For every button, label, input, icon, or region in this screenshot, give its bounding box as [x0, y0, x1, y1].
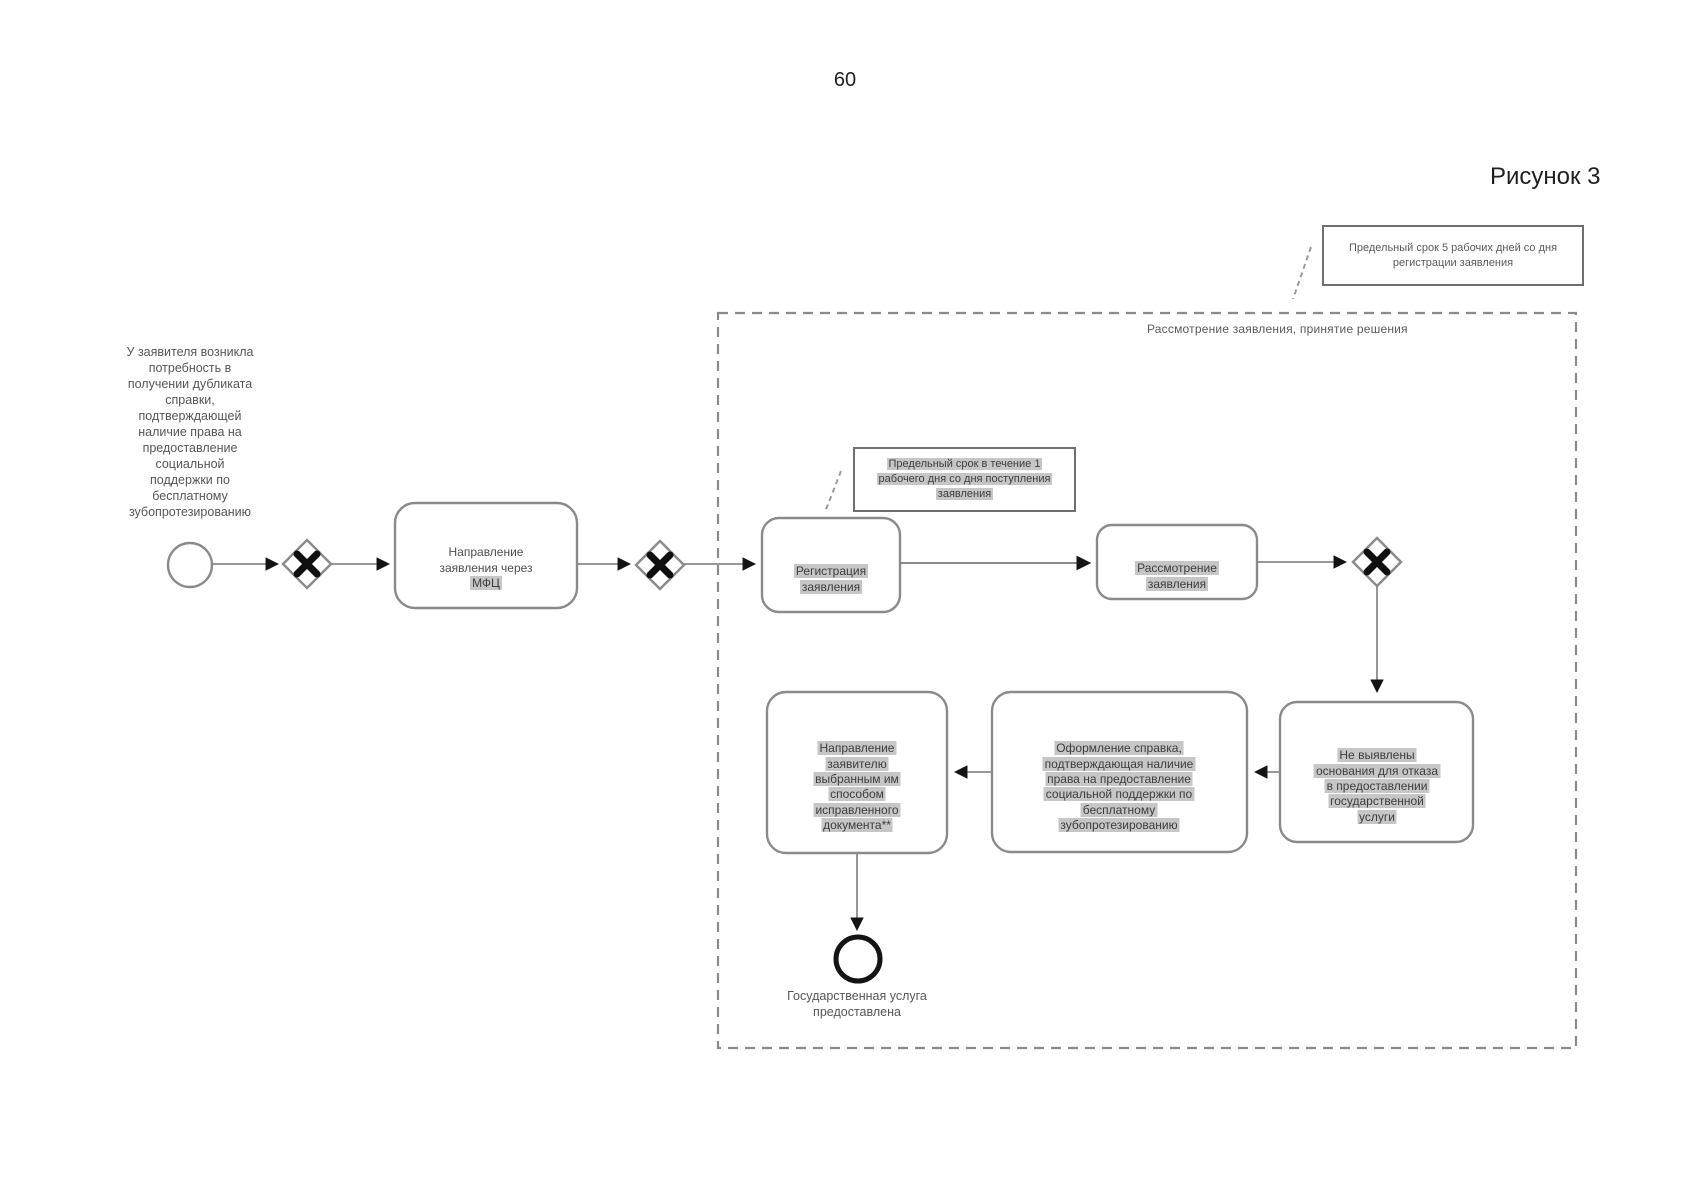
annotation-total-deadline: Предельный срок 5 рабочих дней со дня ре… — [1322, 225, 1584, 286]
annotation-leader-total-deadline — [1292, 246, 1312, 300]
page-number: 60 — [833, 69, 857, 91]
task-no-refusal-grounds-text: Не выявлены основания для отказа в предо… — [1313, 748, 1441, 824]
task-send-document-text: Направление заявителю выбранным им спосо… — [813, 741, 901, 833]
task-registration-text: Регистрация заявления — [793, 564, 869, 594]
gateway-x-icon — [293, 550, 321, 578]
task-no-refusal-grounds-label: Не выявлены основания для отказа в предо… — [1285, 733, 1470, 825]
annotation-registration-deadline: Предельный срок в течение 1 рабочего дня… — [853, 447, 1076, 512]
exclusive-gateway-1 — [281, 538, 333, 590]
gateway-x-icon — [646, 551, 674, 579]
end-event — [833, 934, 883, 984]
task-send-via-mfc-text: Направление заявления через — [439, 545, 533, 575]
task-send-document-label: Направление заявителю выбранным им спосо… — [775, 726, 940, 834]
annotation-total-deadline-text: Предельный срок 5 рабочих дней со дня ре… — [1348, 241, 1558, 269]
figure-label: Рисунок 3 — [1490, 163, 1601, 190]
subprocess-title: Рассмотрение заявления, принятие решения — [1147, 322, 1408, 336]
task-registration-label: Регистрация заявления — [766, 549, 896, 595]
exclusive-gateway-3 — [1351, 536, 1403, 588]
start-note: У заявителя возникла потребность в получ… — [126, 345, 254, 519]
task-issue-certificate-label: Оформление справка, подтверждающая налич… — [997, 726, 1242, 834]
task-review-text: Рассмотрение заявления — [1135, 561, 1219, 591]
subprocess-boundary — [716, 311, 1578, 1050]
exclusive-gateway-2 — [634, 539, 686, 591]
task-issue-certificate-text: Оформление справка, подтверждающая налич… — [1042, 741, 1196, 833]
task-send-via-mfc — [393, 501, 579, 610]
task-send-via-mfc-highlight: МФЦ — [470, 576, 502, 591]
task-review-label: Рассмотрение заявления — [1102, 546, 1252, 592]
gateway-x-icon — [1363, 548, 1391, 576]
end-event-label: Государственная услуга предоставлена — [787, 989, 927, 1019]
start-event — [166, 541, 214, 589]
annotation-registration-deadline-text: Предельный срок в течение 1 рабочего дня… — [876, 458, 1053, 500]
annotation-leader-registration-deadline — [824, 470, 842, 513]
task-send-via-mfc-label: Направление заявления через МФЦ — [406, 530, 566, 591]
